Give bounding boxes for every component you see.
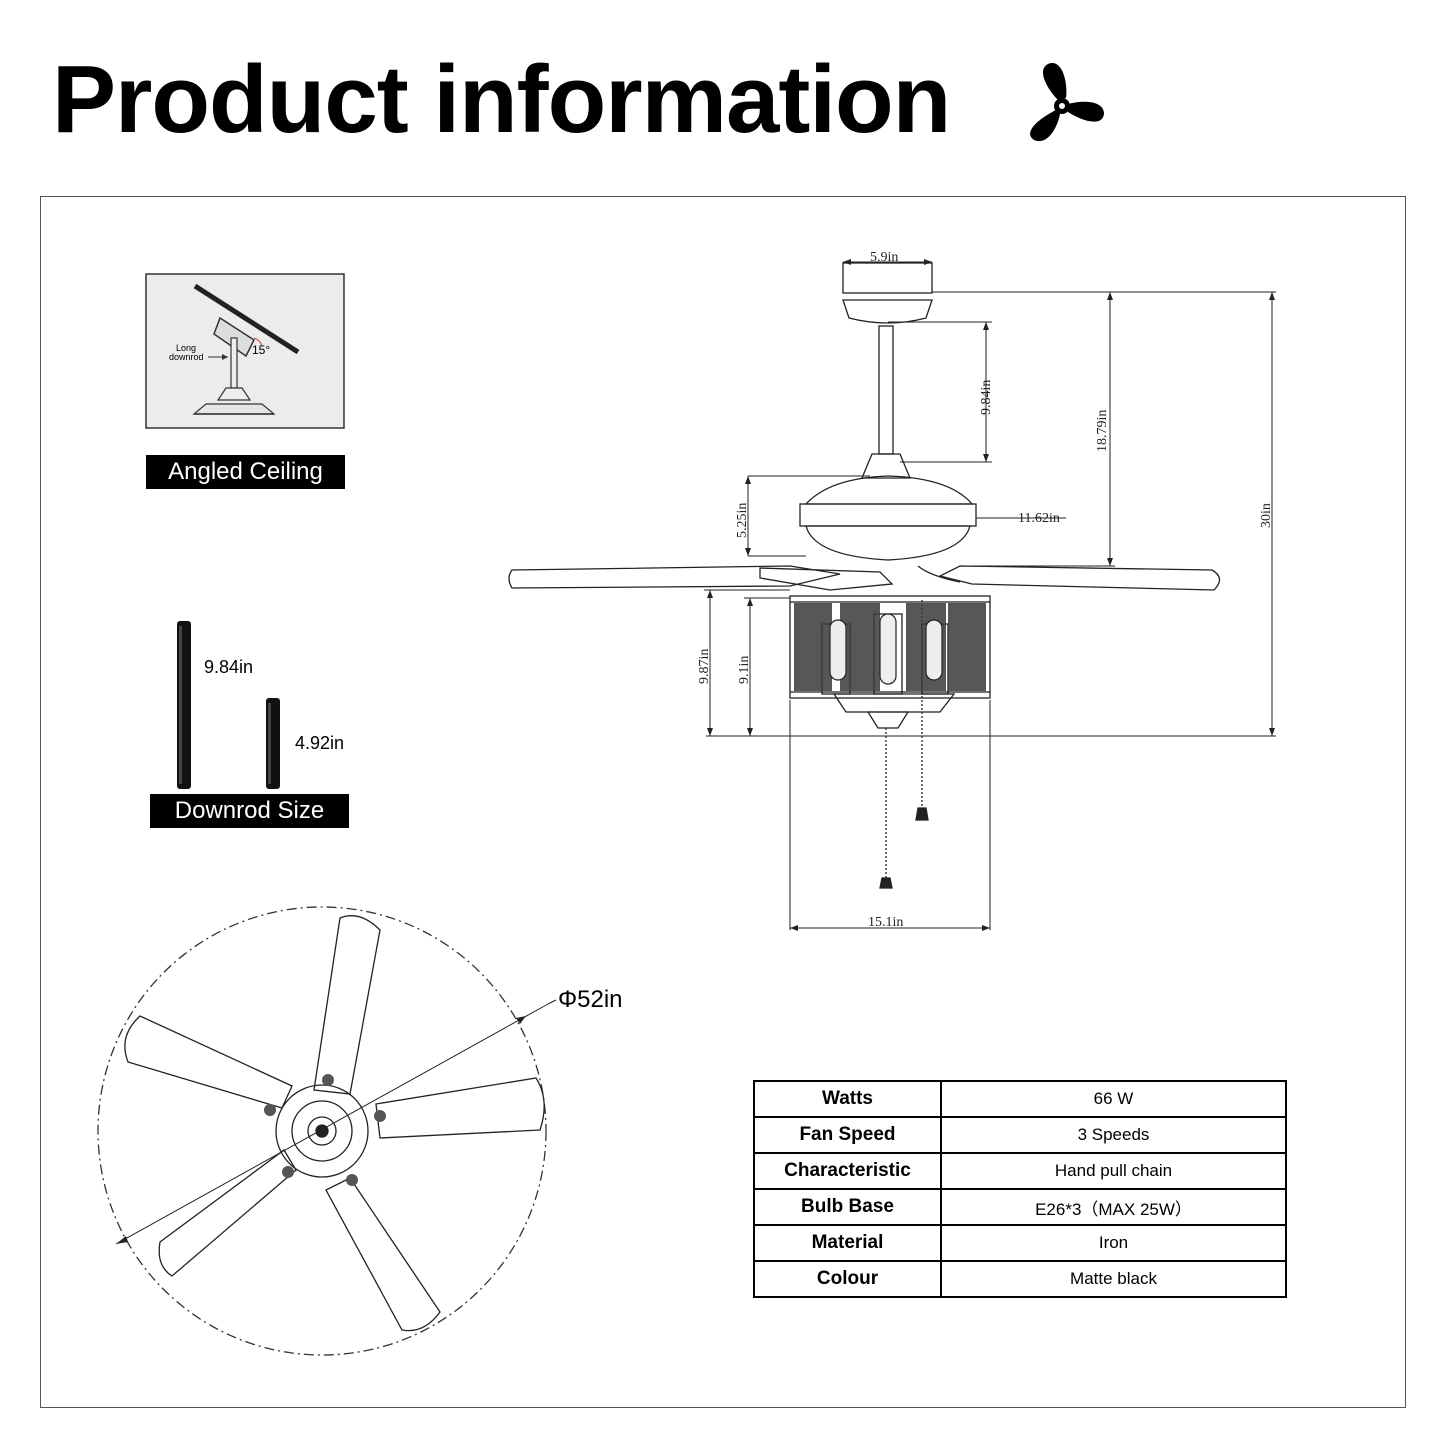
- spec-value: Matte black: [940, 1260, 1287, 1298]
- spec-label: Material: [753, 1224, 942, 1262]
- spec-value: Iron: [940, 1224, 1287, 1262]
- spec-value: 66 W: [940, 1080, 1287, 1118]
- cage-height-dim: 9.1in: [737, 656, 752, 684]
- blade-span-dim: Φ52in: [558, 986, 623, 1013]
- table-row: Material Iron: [753, 1224, 1287, 1262]
- short-downrod-length: 4.92in: [295, 733, 345, 753]
- downrod-size-caption: Downrod Size: [150, 794, 349, 828]
- table-row: Fan Speed 3 Speeds: [753, 1116, 1287, 1154]
- angle-label: 15°: [252, 343, 271, 357]
- canopy-width-dim: 5.9in: [870, 250, 898, 265]
- long-label: Long: [176, 343, 197, 353]
- long-downrod-length: 9.84in: [204, 657, 254, 677]
- table-row: Characteristic Hand pull chain: [753, 1152, 1287, 1190]
- spec-value: Hand pull chain: [940, 1152, 1287, 1190]
- spec-label: Watts: [753, 1080, 942, 1118]
- angled-ceiling-caption: Angled Ceiling: [146, 455, 345, 489]
- downrod-length-dim: 9.84in: [979, 380, 994, 415]
- downrod-label: downrod: [169, 352, 204, 362]
- total-height-dim: 30in: [1259, 503, 1274, 528]
- table-row: Colour Matte black: [753, 1260, 1287, 1298]
- spec-value: 3 Speeds: [940, 1116, 1287, 1154]
- table-row: Watts 66 W: [753, 1080, 1287, 1118]
- table-row: Bulb Base E26*3（MAX 25W）: [753, 1188, 1287, 1226]
- motor-height-dim: 5.25in: [735, 503, 750, 538]
- light-kit-width-dim: 15.1in: [868, 915, 903, 930]
- motor-width-dim: 11.62in: [1018, 511, 1060, 526]
- spec-value: E26*3（MAX 25W）: [940, 1188, 1287, 1226]
- page-title: Product information: [52, 46, 951, 153]
- ceiling-to-blade-dim: 18.79in: [1095, 410, 1110, 452]
- spec-label: Bulb Base: [753, 1188, 942, 1226]
- spec-table: Watts 66 W Fan Speed 3 Speeds Characteri…: [753, 1080, 1287, 1298]
- fan-icon: [1030, 63, 1104, 142]
- spec-label: Colour: [753, 1260, 942, 1298]
- light-kit-height-dim: 9.87in: [697, 649, 712, 684]
- diagram-frame: [40, 196, 1406, 1408]
- spec-label: Fan Speed: [753, 1116, 942, 1154]
- spec-label: Characteristic: [753, 1152, 942, 1190]
